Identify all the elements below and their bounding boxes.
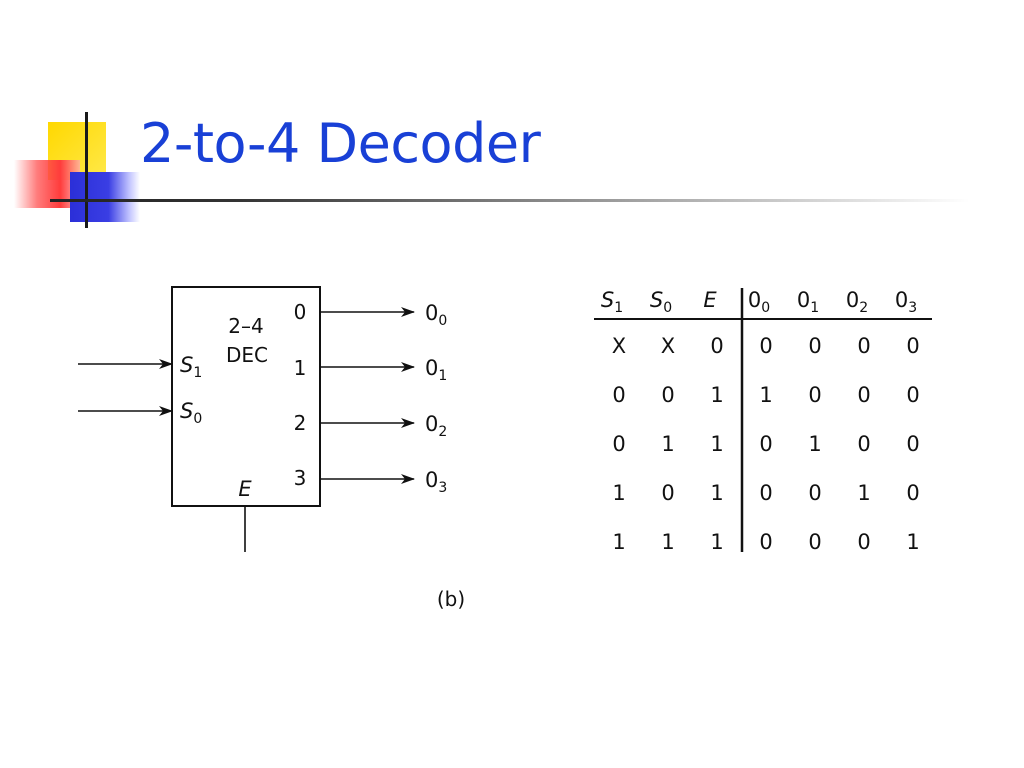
truth-table-cell-r4-c2: 1 bbox=[710, 530, 723, 554]
truth-table-cell-r0-c1: X bbox=[661, 334, 675, 358]
truth-table-cell-r2-c0: 0 bbox=[612, 432, 625, 456]
truth-table-header-0: S1 bbox=[601, 288, 623, 316]
output-pin-2: 2 bbox=[294, 411, 307, 435]
truth-table-cell-r3-c6: 0 bbox=[906, 481, 919, 505]
truth-table-cell-r3-c2: 1 bbox=[710, 481, 723, 505]
output-pin-3: 3 bbox=[294, 466, 307, 490]
output-pin-1: 1 bbox=[294, 356, 307, 380]
decoder-label-line1: 2–4 bbox=[228, 314, 263, 338]
truth-table-cell-r1-c0: 0 bbox=[612, 383, 625, 407]
truth-table-cell-r2-c3: 0 bbox=[759, 432, 772, 456]
truth-table-cell-r1-c6: 0 bbox=[906, 383, 919, 407]
truth-table-cell-r1-c2: 1 bbox=[710, 383, 723, 407]
figure-caption: (b) bbox=[437, 587, 465, 611]
output-pin-0: 0 bbox=[294, 300, 307, 324]
truth-table-cell-r4-c3: 0 bbox=[759, 530, 772, 554]
truth-table-cell-r3-c4: 0 bbox=[808, 481, 821, 505]
truth-table-cell-r2-c1: 1 bbox=[661, 432, 674, 456]
truth-table-cell-r4-c1: 1 bbox=[661, 530, 674, 554]
truth-table-cell-r1-c3: 1 bbox=[759, 383, 772, 407]
decor-blue-square bbox=[70, 172, 140, 222]
input-label-s1: S1 bbox=[180, 353, 202, 381]
truth-table-cell-r2-c2: 1 bbox=[710, 432, 723, 456]
truth-table-cell-r0-c3: 0 bbox=[759, 334, 772, 358]
truth-table-header-6: 03 bbox=[895, 288, 917, 316]
enable-label: E bbox=[238, 477, 252, 501]
output-label-1: 01 bbox=[425, 356, 447, 384]
slide-title: 2-to-4 Decoder bbox=[140, 112, 541, 175]
truth-table-header-2: E bbox=[703, 288, 717, 312]
truth-table-cell-r0-c5: 0 bbox=[857, 334, 870, 358]
input-label-s0: S0 bbox=[180, 399, 202, 427]
truth-table-cell-r1-c5: 0 bbox=[857, 383, 870, 407]
truth-table-header-4: 01 bbox=[797, 288, 819, 316]
truth-table-header-5: 02 bbox=[846, 288, 868, 316]
truth-table-cell-r0-c6: 0 bbox=[906, 334, 919, 358]
truth-table-cell-r4-c0: 1 bbox=[612, 530, 625, 554]
truth-table-cell-r3-c0: 1 bbox=[612, 481, 625, 505]
truth-table-header-3: 00 bbox=[748, 288, 770, 316]
truth-table-cell-r3-c3: 0 bbox=[759, 481, 772, 505]
decoder-label-line2: DEC bbox=[226, 343, 268, 367]
title-underline bbox=[50, 199, 970, 202]
truth-table-cell-r3-c1: 0 bbox=[661, 481, 674, 505]
output-label-3: 03 bbox=[425, 468, 447, 496]
truth-table-cell-r0-c2: 0 bbox=[710, 334, 723, 358]
truth-table-cell-r3-c5: 1 bbox=[857, 481, 870, 505]
truth-table-cell-r2-c4: 1 bbox=[808, 432, 821, 456]
truth-table-cell-r0-c4: 0 bbox=[808, 334, 821, 358]
truth-table-header-1: S0 bbox=[650, 288, 672, 316]
truth-table-cell-r4-c6: 1 bbox=[906, 530, 919, 554]
output-label-2: 02 bbox=[425, 412, 447, 440]
truth-table-cell-r4-c4: 0 bbox=[808, 530, 821, 554]
truth-table-cell-r2-c6: 0 bbox=[906, 432, 919, 456]
truth-table-cell-r0-c0: X bbox=[612, 334, 626, 358]
truth-table-cell-r4-c5: 0 bbox=[857, 530, 870, 554]
truth-table-cell-r2-c5: 0 bbox=[857, 432, 870, 456]
decoder-box bbox=[171, 286, 321, 507]
truth-table-cell-r1-c1: 0 bbox=[661, 383, 674, 407]
decor-vertical-line bbox=[85, 112, 88, 228]
truth-table-cell-r1-c4: 0 bbox=[808, 383, 821, 407]
output-label-0: 00 bbox=[425, 301, 447, 329]
